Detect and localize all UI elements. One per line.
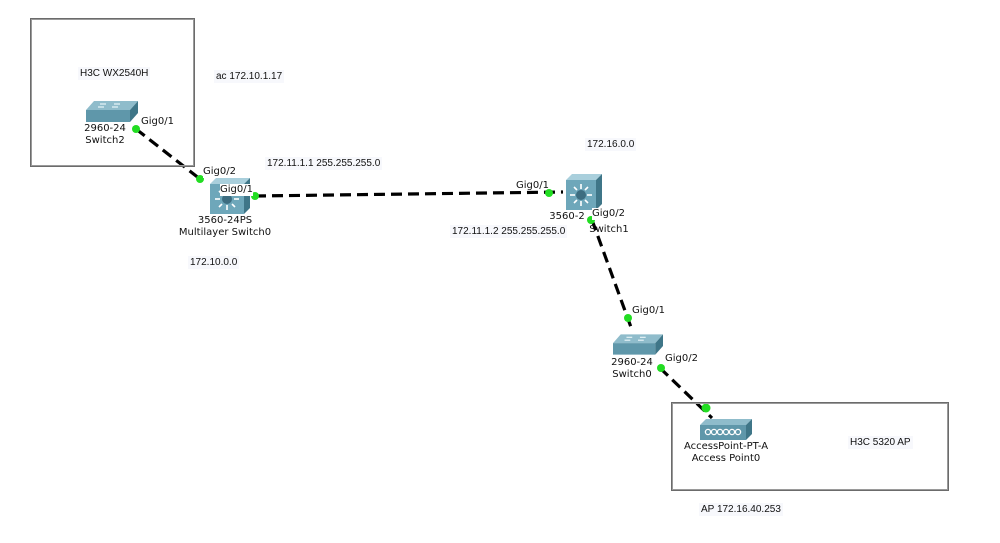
port-label-switch1-gig0-2: Gig0/2 [592, 208, 625, 220]
note-ac-ip: ac 172.10.1.17 [214, 70, 285, 83]
access-point-icon [700, 419, 752, 440]
device-name: Access Point0 [691, 453, 761, 464]
port-label-switch0-gig0-1: Gig0/1 [632, 305, 665, 316]
port-label-switch2-gig0-1: Gig0/1 [141, 116, 174, 127]
note-area-ap: H3C 5320 AP [848, 436, 913, 449]
port-label-switch1-gig0-1: Gig0/1 [516, 180, 549, 191]
device-model: 2960-24 [84, 123, 126, 134]
port-dot-switch0-gig0-1 [624, 314, 632, 322]
port-dot-ap0 [701, 403, 711, 413]
note-ap-ip: AP 172.16.40.253 [699, 503, 783, 516]
device-name: Switch0 [612, 369, 652, 380]
device-switch0[interactable] [613, 333, 663, 357]
note-area-ac: H3C WX2540H [78, 67, 151, 80]
note-link-ip-left: 172.11.1.1 255.255.255.0 [265, 157, 383, 170]
device-access-point0[interactable] [700, 416, 752, 440]
link-switch2-mls0[interactable] [135, 127, 201, 181]
port-dot-switch2-gig0-1 [132, 125, 140, 133]
port-dot-mls0-gig0-2 [196, 175, 204, 183]
device-model: AccessPoint-PT-A [683, 441, 769, 452]
port-label-mls0-gig0-1: Gig0/1 [220, 184, 253, 196]
note-net-left: 172.10.0.0 [188, 256, 240, 269]
device-model: 2960-24 [611, 357, 653, 368]
port-label-switch0-gig0-2: Gig0/2 [665, 353, 698, 364]
note-link-ip-right: 172.11.1.2 255.255.255.0 [450, 225, 568, 238]
port-dot-mls0-gig0-1 [251, 192, 259, 200]
link-switch1-switch0[interactable] [590, 219, 634, 331]
link-mls0-switch1[interactable] [254, 190, 564, 198]
device-label-ap0: AccessPoint-PT-A Access Point0 [684, 441, 768, 465]
device-label-switch0: 2960-24 Switch0 [611, 357, 653, 381]
device-switch1[interactable] [566, 174, 602, 210]
device-name: Multilayer Switch0 [178, 227, 272, 238]
device-label-switch1-name: Switch1 [589, 224, 628, 236]
device-name: Switch2 [85, 135, 125, 146]
port-label-mls0-gig0-2: Gig0/2 [203, 166, 236, 178]
device-label-mls0: 3560-24PS Multilayer Switch0 [179, 215, 271, 239]
device-label-switch2: 2960-24 Switch2 [84, 123, 126, 147]
device-label-switch1-model: 3560-2 [549, 211, 584, 223]
switch-icon [86, 101, 138, 122]
multilayer-switch-icon [566, 174, 602, 210]
area-box-ac[interactable] [30, 18, 195, 167]
note-net-right: 172.16.0.0 [585, 138, 637, 151]
area-box-ap[interactable] [671, 402, 949, 491]
device-name: Switch1 [589, 224, 629, 235]
device-model: 3560-2 [549, 211, 585, 222]
device-switch2[interactable] [86, 100, 138, 124]
device-model: 3560-24PS [197, 215, 253, 226]
port-dot-switch0-gig0-2 [657, 364, 665, 372]
switch-icon [613, 334, 663, 355]
port-dot-switch1-gig0-1 [545, 189, 553, 197]
